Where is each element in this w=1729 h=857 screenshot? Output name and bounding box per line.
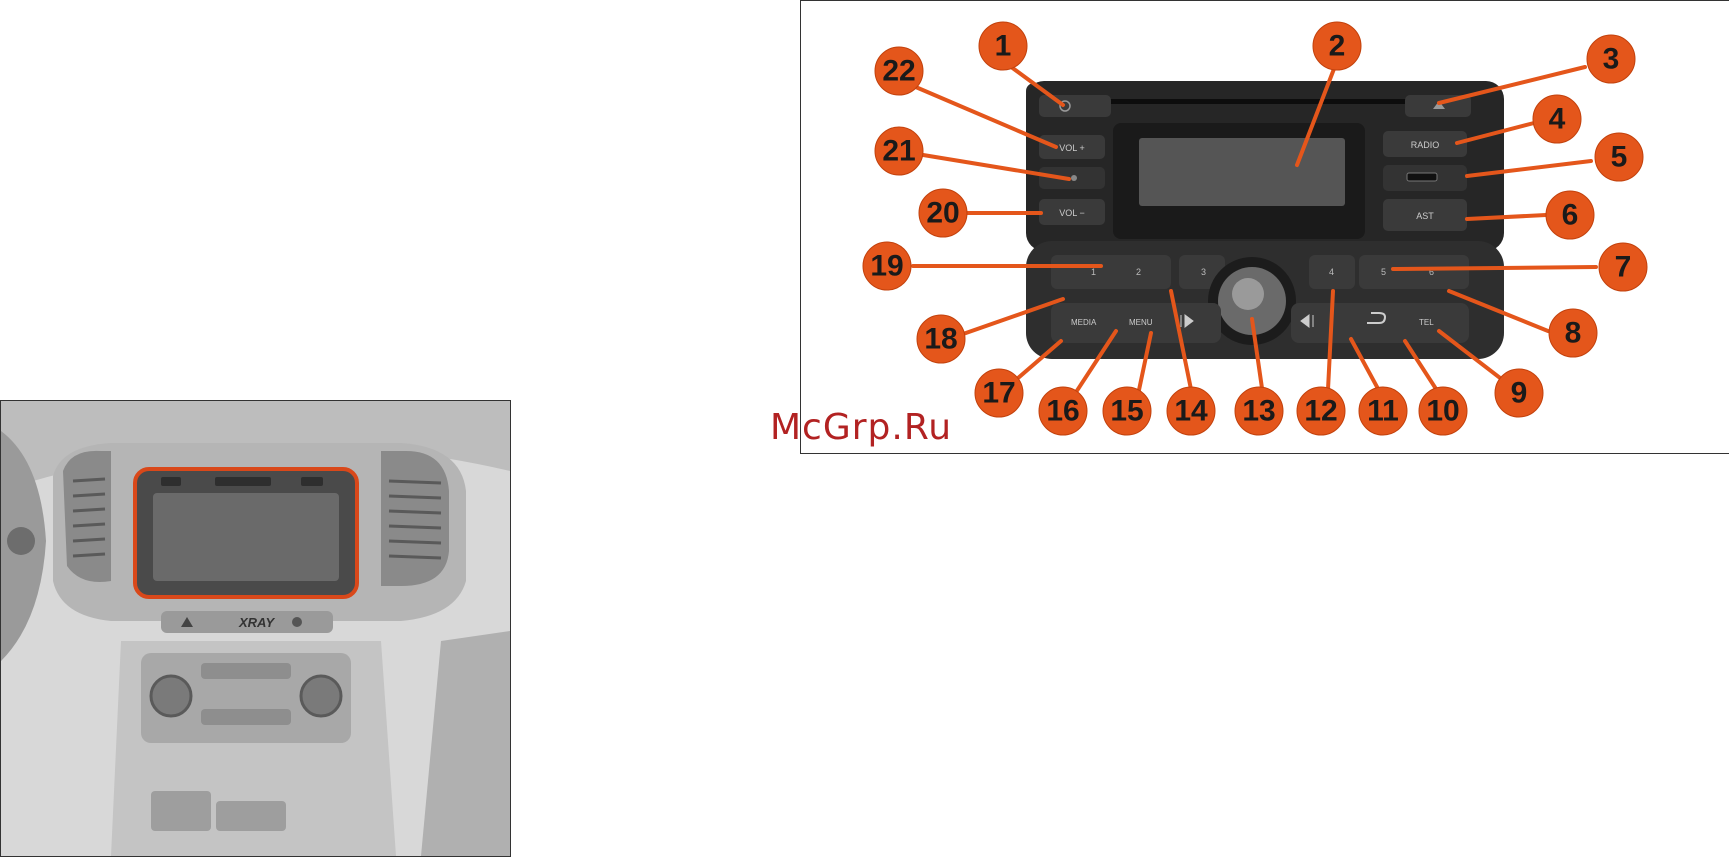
preset-2-label: 2 bbox=[1136, 267, 1141, 277]
callout-18: 18 bbox=[917, 315, 965, 363]
vol-plus-label: VOL + bbox=[1059, 143, 1084, 153]
storage-slot-left bbox=[151, 791, 211, 831]
callout-5: 5 bbox=[1595, 133, 1643, 181]
svg-text:8: 8 bbox=[1565, 317, 1582, 350]
radio-label: RADIO bbox=[1411, 140, 1440, 150]
dashboard-illustration: XRAY bbox=[1, 401, 510, 856]
svg-text:16: 16 bbox=[1046, 395, 1079, 428]
presets-left bbox=[1051, 255, 1171, 289]
preset-3-label: 3 bbox=[1201, 267, 1206, 277]
climate-knob-left bbox=[151, 676, 191, 716]
svg-text:1: 1 bbox=[995, 30, 1012, 63]
display-screen bbox=[1139, 138, 1345, 206]
callout-21: 21 bbox=[875, 127, 923, 175]
ast-label: AST bbox=[1416, 211, 1434, 221]
callout-19: 19 bbox=[863, 242, 911, 290]
usb-port-icon bbox=[1407, 173, 1437, 181]
callout-13: 13 bbox=[1235, 387, 1283, 435]
tel-label: TEL bbox=[1419, 318, 1434, 327]
callout-22: 22 bbox=[875, 47, 923, 95]
watermark-text: McGrp.Ru bbox=[770, 407, 952, 448]
callout-14: 14 bbox=[1167, 387, 1215, 435]
svg-text:14: 14 bbox=[1174, 395, 1208, 428]
svg-text:12: 12 bbox=[1304, 395, 1337, 428]
stalk-knob bbox=[7, 527, 35, 555]
radio-illustration: VOL + VOL − RADIO AST 1 2 3 4 5 6 MEDIA … bbox=[801, 1, 1729, 453]
left-vent bbox=[63, 451, 111, 582]
callout-2: 2 bbox=[1313, 22, 1361, 70]
storage-slot-center bbox=[216, 801, 286, 831]
callout-16: 16 bbox=[1039, 387, 1087, 435]
head-unit-button-right bbox=[301, 477, 323, 486]
xray-badge: XRAY bbox=[238, 615, 275, 630]
callout-17: 17 bbox=[975, 369, 1023, 417]
callout-3: 3 bbox=[1587, 35, 1635, 83]
svg-text:22: 22 bbox=[882, 55, 915, 88]
climate-buttons-top bbox=[201, 663, 291, 679]
svg-text:21: 21 bbox=[882, 135, 915, 168]
svg-text:5: 5 bbox=[1611, 141, 1628, 174]
head-unit-button-left bbox=[161, 477, 181, 486]
preset-4-label: 4 bbox=[1329, 267, 1334, 277]
svg-text:11: 11 bbox=[1367, 395, 1399, 428]
leader-7 bbox=[1393, 267, 1596, 269]
head-unit-slot bbox=[215, 477, 271, 486]
callout-8: 8 bbox=[1549, 309, 1597, 357]
svg-text:10: 10 bbox=[1426, 395, 1459, 428]
svg-text:18: 18 bbox=[924, 323, 957, 356]
microphone-icon bbox=[1071, 175, 1077, 181]
radio-figure: VOL + VOL − RADIO AST 1 2 3 4 5 6 MEDIA … bbox=[800, 0, 1729, 454]
svg-text:2: 2 bbox=[1329, 30, 1346, 63]
preset-5-label: 5 bbox=[1381, 267, 1386, 277]
callout-4: 4 bbox=[1533, 95, 1581, 143]
svg-text:6: 6 bbox=[1562, 199, 1579, 232]
head-unit-screen bbox=[153, 493, 339, 581]
svg-text:17: 17 bbox=[982, 377, 1015, 410]
svg-text:20: 20 bbox=[926, 197, 959, 230]
callout-7: 7 bbox=[1599, 243, 1647, 291]
callout-1: 1 bbox=[979, 22, 1027, 70]
dashboard-figure: XRAY bbox=[0, 400, 511, 857]
power-button bbox=[1039, 95, 1111, 117]
vol-minus-label: VOL − bbox=[1059, 208, 1084, 218]
knob-highlight bbox=[1232, 278, 1264, 310]
callout-12: 12 bbox=[1297, 387, 1345, 435]
presets-right bbox=[1359, 255, 1469, 289]
climate-buttons-bottom bbox=[201, 709, 291, 725]
right-vent bbox=[381, 451, 449, 586]
svg-text:19: 19 bbox=[870, 250, 903, 283]
callout-20: 20 bbox=[919, 189, 967, 237]
svg-text:3: 3 bbox=[1603, 43, 1620, 76]
callout-10: 10 bbox=[1419, 387, 1467, 435]
svg-text:13: 13 bbox=[1242, 395, 1275, 428]
callout-11: 11 bbox=[1359, 387, 1407, 435]
climate-knob-right bbox=[301, 676, 341, 716]
callout-15: 15 bbox=[1103, 387, 1151, 435]
svg-text:9: 9 bbox=[1511, 377, 1528, 410]
lock-button bbox=[292, 617, 302, 627]
media-label: MEDIA bbox=[1071, 318, 1097, 327]
preset-1-label: 1 bbox=[1091, 267, 1096, 277]
svg-text:7: 7 bbox=[1615, 251, 1632, 284]
cd-slot bbox=[1101, 99, 1431, 104]
menu-label: MENU bbox=[1129, 318, 1153, 327]
callout-9: 9 bbox=[1495, 369, 1543, 417]
svg-text:15: 15 bbox=[1110, 395, 1143, 428]
callout-6: 6 bbox=[1546, 191, 1594, 239]
svg-text:4: 4 bbox=[1549, 103, 1566, 136]
